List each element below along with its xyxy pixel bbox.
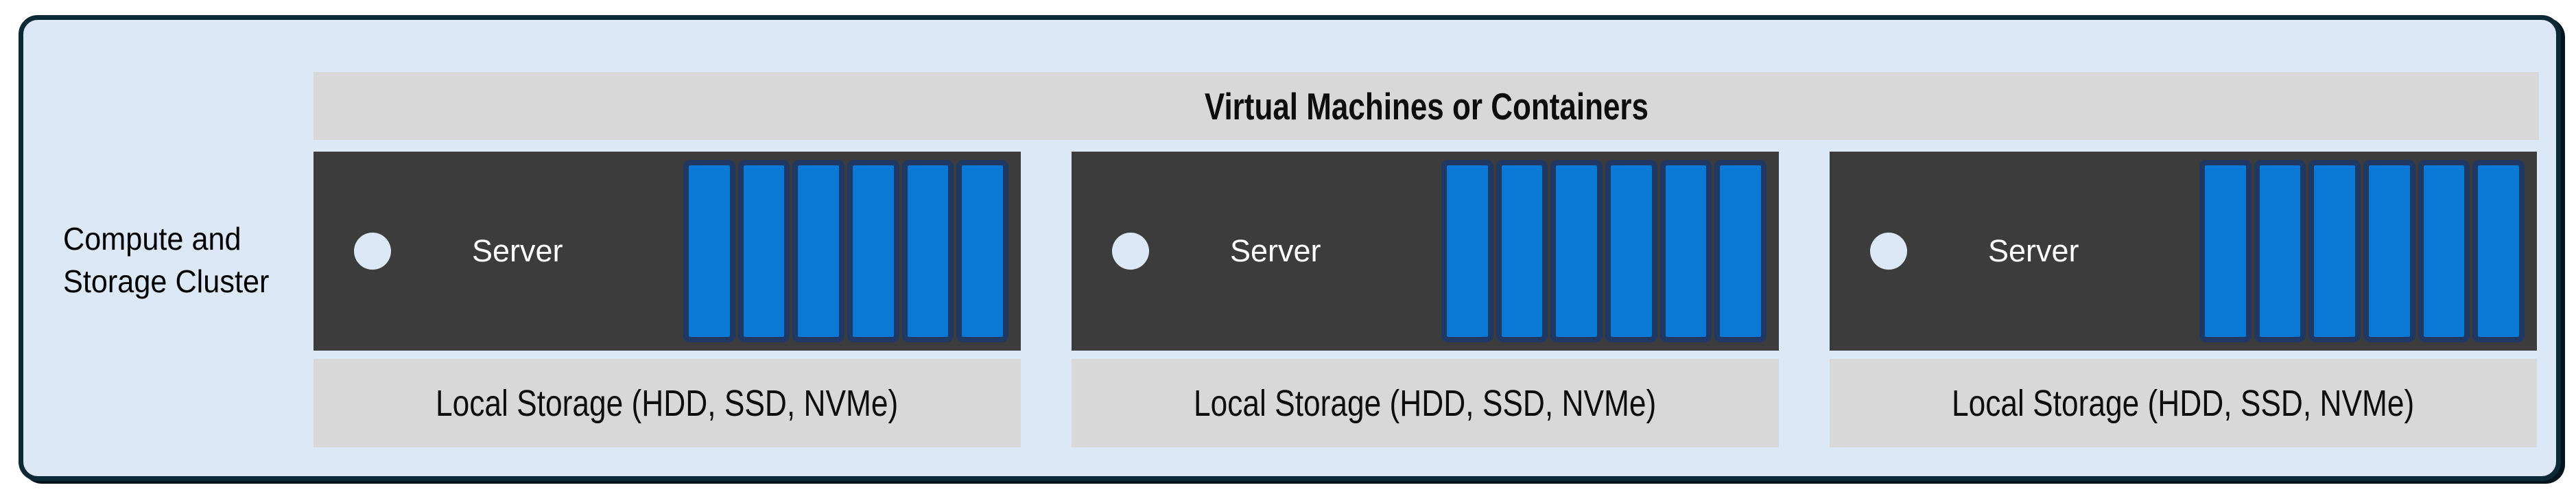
disk-array-icon	[1441, 160, 1767, 342]
disk-bar-icon	[1496, 160, 1548, 342]
server-block: Server	[1072, 152, 1779, 351]
disk-bar-icon	[1550, 160, 1603, 342]
local-storage-bar: Local Storage (HDD, SSD, NVMe)	[314, 359, 1021, 447]
local-storage-label: Local Storage (HDD, SSD, NVMe)	[1194, 382, 1657, 424]
disk-array-icon	[2199, 160, 2525, 342]
disk-array-icon	[683, 160, 1009, 342]
disk-bar-icon	[2308, 160, 2361, 342]
server-label: Server	[472, 233, 563, 268]
local-storage-bar: Local Storage (HDD, SSD, NVMe)	[1072, 359, 1779, 447]
server-bullet-icon	[1112, 233, 1149, 270]
disk-bar-icon	[1605, 160, 1657, 342]
server-bullet-icon	[1870, 233, 1907, 270]
cluster-label-line2: Storage Cluster	[63, 263, 270, 299]
disk-bar-icon	[1659, 160, 1712, 342]
server-label: Server	[1230, 233, 1321, 268]
disk-bar-icon	[847, 160, 899, 342]
compute-storage-cluster-box: Compute and Storage Cluster Virtual Mach…	[19, 15, 2561, 481]
server-block: Server	[314, 152, 1021, 351]
server-block: Server	[1830, 152, 2537, 351]
disk-bar-icon	[737, 160, 790, 342]
disk-bar-icon	[2199, 160, 2252, 342]
disk-bar-icon	[2363, 160, 2415, 342]
server-label: Server	[1988, 233, 2079, 268]
vm-containers-header-bar: Virtual Machines or Containers	[314, 72, 2539, 140]
disk-bar-icon	[956, 160, 1009, 342]
disk-bar-icon	[1441, 160, 1493, 342]
vm-containers-header-title: Virtual Machines or Containers	[1204, 84, 1649, 128]
local-storage-label: Local Storage (HDD, SSD, NVMe)	[1952, 382, 2415, 424]
disk-bar-icon	[792, 160, 845, 342]
server-bullet-icon	[354, 233, 391, 270]
disk-bar-icon	[2418, 160, 2470, 342]
disk-bar-icon	[683, 160, 735, 342]
disk-bar-icon	[2472, 160, 2525, 342]
cluster-label: Compute and Storage Cluster	[63, 217, 321, 303]
disk-bar-icon	[901, 160, 954, 342]
local-storage-bar: Local Storage (HDD, SSD, NVMe)	[1830, 359, 2537, 447]
disk-bar-icon	[2254, 160, 2306, 342]
disk-bar-icon	[1714, 160, 1767, 342]
local-storage-label: Local Storage (HDD, SSD, NVMe)	[436, 382, 899, 424]
cluster-label-line1: Compute and	[63, 221, 241, 257]
